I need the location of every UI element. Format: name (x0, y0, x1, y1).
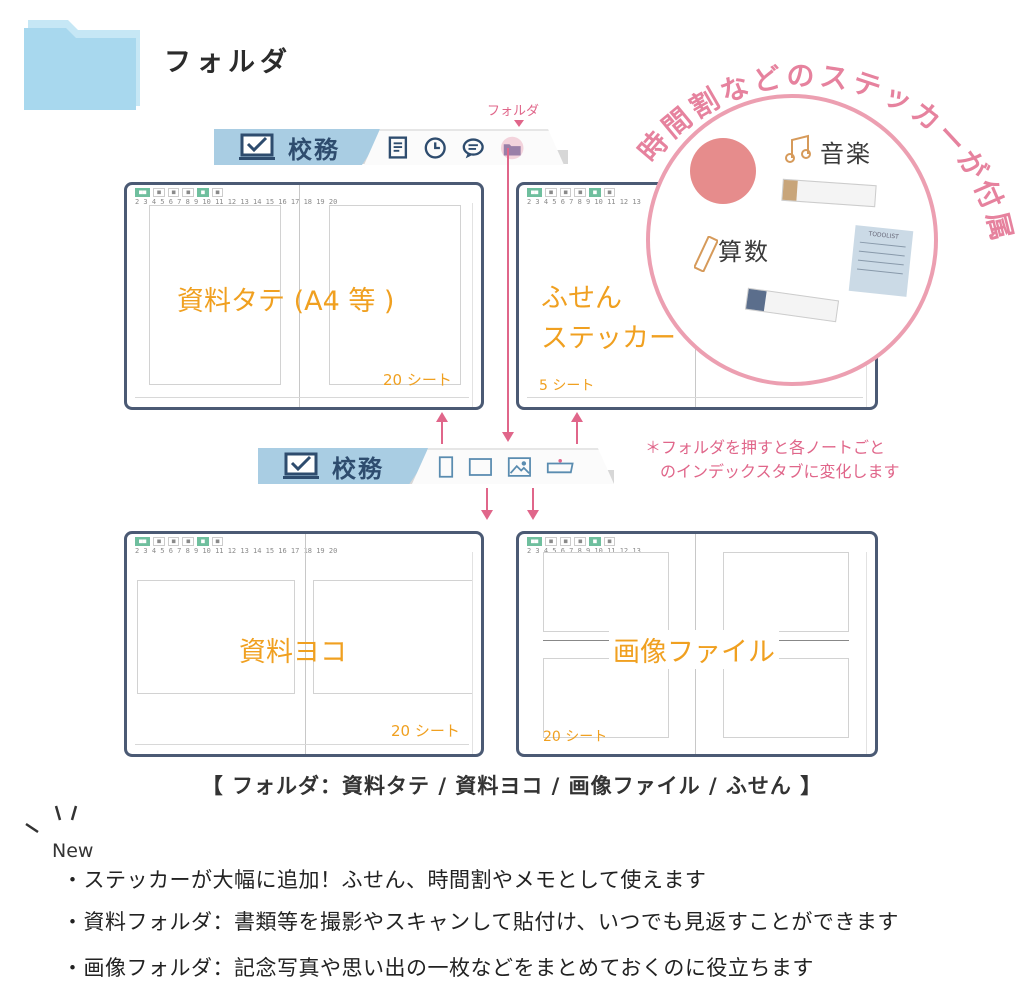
clock-icon[interactable] (423, 135, 447, 161)
notebook-spine (299, 185, 300, 407)
page-frame-right (313, 580, 473, 694)
sticker-music-label: 音楽 (820, 140, 872, 168)
ruler-icon (694, 236, 718, 272)
notebook-footer (135, 744, 469, 745)
new-bullet-1: ・ステッカーが大幅に追加！ふせん、時間割やメモとして使えます (62, 868, 707, 892)
image-divider-right (723, 640, 849, 641)
document-icon[interactable] (388, 135, 409, 161)
image-icon[interactable] (507, 455, 532, 479)
sparkle-icon (25, 805, 78, 834)
new-bullet-3: ・画像フォルダ：記念写真や思い出の一枚などをまとめておくのに役立ちます (62, 956, 814, 980)
notebook-image-sheets: 20 シート (543, 729, 608, 745)
notebook-margin (472, 552, 481, 754)
notebook-fusen-label: ふせん ステッカー (541, 279, 676, 359)
notebook-yoko-sheets: 20 シート (391, 722, 460, 740)
image-frame-4 (723, 658, 849, 738)
landscape-page-icon[interactable] (468, 456, 493, 478)
checkbox-icon (283, 452, 319, 479)
notebook-tate[interactable]: ■■■■■■■ 2 3 4 5 6 7 8 9 10 11 12 13 14 1… (124, 182, 484, 410)
page-frame-left (149, 205, 281, 385)
tab-komu-middle[interactable]: 校務 (258, 448, 434, 484)
page-frame-right (329, 205, 461, 385)
page-frame-left (137, 580, 295, 694)
middle-tabbar: 校務 (258, 448, 614, 484)
notebook-spine (305, 534, 306, 754)
arrow-head-left-down (481, 510, 493, 520)
arrow-line-right-down (532, 488, 534, 510)
sticker-arc-label: 時間割などのステッカーが付属 (632, 59, 1016, 247)
notebook-image-label: 画像ファイル (609, 630, 779, 669)
folder-note: ＊フォルダを押すと各ノートごと のインデックスタブに変化します (645, 436, 900, 484)
notebook-index-row: ■■■■■■■ 2 3 4 5 6 7 8 9 10 11 12 13 14 1… (135, 537, 338, 555)
middle-tab-icons (412, 448, 614, 484)
arrow-line-left-down (486, 488, 488, 510)
folder-caption-pointer (514, 120, 524, 127)
notebook-tate-label: 資料タテ (A4 等 ) (177, 286, 395, 317)
notebook-index-row: ■■■■■■■ 2 3 4 5 6 7 8 9 10 11 12 13 (527, 188, 641, 206)
red-circle-sticker (690, 138, 756, 204)
new-bullet-2: ・資料フォルダ：書類等を撮影やスキャンして貼付け、いつでも見返すことができます (62, 910, 899, 934)
notebook-fusen-label-line1: ふせん (541, 283, 622, 314)
top-tab-icons (364, 129, 564, 165)
sticky-note-icon[interactable] (546, 457, 574, 477)
notebook-image[interactable]: ■■■■■■■ 2 3 4 5 6 7 8 9 10 11 12 13 画像ファ… (516, 531, 878, 757)
tab-komu-middle-label: 校務 (332, 454, 384, 483)
arrow-head-right-down (527, 510, 539, 520)
svg-text:時間割などのステッカーが付属: 時間割などのステッカーが付属 (632, 59, 1020, 247)
arrow-head-right-up (571, 412, 583, 422)
arrow-head-center (502, 432, 514, 442)
notebook-index-row: ■■■■■■■ 2 3 4 5 6 7 8 9 10 11 12 13 (527, 537, 641, 555)
image-frame-1 (543, 552, 669, 632)
new-label: New (52, 840, 94, 862)
folder-caption-summary: 【 フォルダ：資料タテ / 資料ヨコ / 画像ファイル / ふせん 】 (201, 774, 823, 798)
notebook-index-row: ■■■■■■■ 2 3 4 5 6 7 8 9 10 11 12 13 14 1… (135, 188, 338, 206)
arrow-line-center (507, 148, 509, 432)
folder-note-line2: のインデックスタブに変化します (660, 462, 900, 481)
notebook-margin (866, 552, 875, 754)
folder-caption: フォルダ (487, 104, 540, 119)
checkbox-icon (239, 133, 275, 160)
portrait-page-icon[interactable] (438, 454, 454, 480)
arrow-line-left-up (441, 422, 443, 444)
page-title: フォルダ (164, 47, 292, 78)
arrow-head-left-up (436, 412, 448, 422)
image-frame-2 (723, 552, 849, 632)
notebook-tate-sheets: 20 シート (383, 371, 452, 389)
notebook-yoko-label: 資料ヨコ (239, 637, 347, 668)
notebook-yoko[interactable]: ■■■■■■■ 2 3 4 5 6 7 8 9 10 11 12 13 14 1… (124, 531, 484, 757)
image-divider-left (543, 640, 669, 641)
sticker-math-label: 算数 (718, 238, 770, 266)
notebook-fusen-label-line2: ステッカー (541, 323, 676, 354)
music-note-icon (785, 134, 811, 163)
tab-komu-top[interactable]: 校務 (214, 129, 386, 165)
sticker-arc-text: 時間割などのステッカーが付属 (632, 59, 1020, 247)
sticker-circle: 音楽 算数 TODOLIST (646, 94, 938, 386)
notebook-fusen-sheets: 5 シート (539, 378, 595, 394)
folder-note-line1: ＊フォルダを押すと各ノートごと (645, 438, 886, 457)
notebook-margin (472, 203, 481, 407)
tab-komu-top-label: 校務 (288, 135, 340, 164)
notebook-footer (135, 397, 469, 398)
folder-icon (22, 14, 146, 112)
top-tabbar: 校務 (214, 129, 564, 165)
arrow-line-right-up (576, 422, 578, 444)
image-frame-3 (543, 658, 669, 738)
chat-icon[interactable] (461, 135, 485, 161)
notebook-footer (527, 397, 863, 398)
purple-folder-icon[interactable] (500, 135, 524, 161)
